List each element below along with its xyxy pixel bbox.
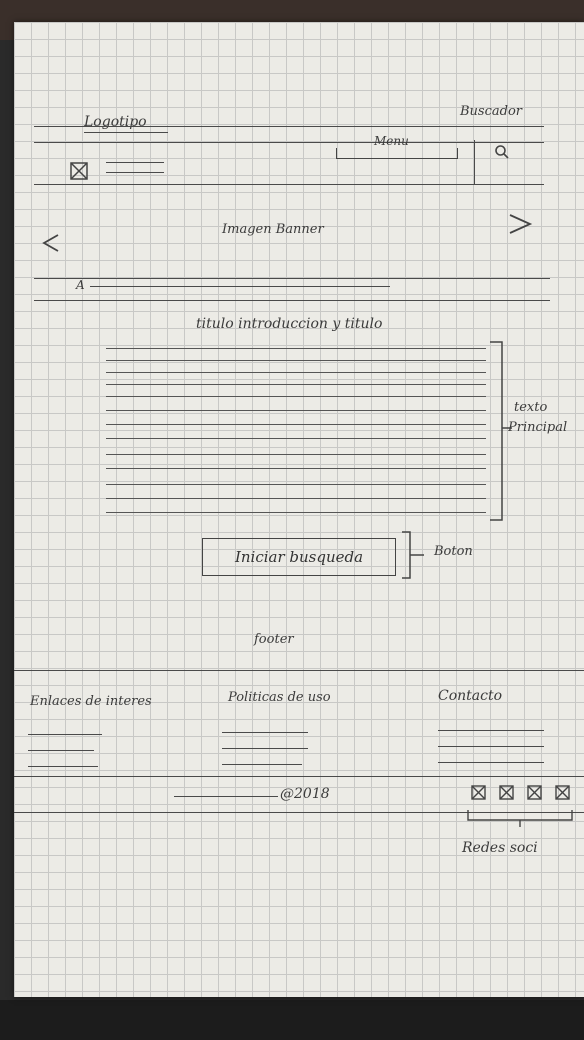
- social-placeholder-icon: [499, 785, 514, 800]
- text-line-3: [106, 372, 486, 373]
- footer-policies-line-2: [222, 748, 308, 749]
- text-line-4: [106, 384, 486, 385]
- text-bracket: [490, 341, 512, 521]
- text-line-7: [106, 424, 486, 425]
- footer-policies-line-3: [222, 764, 302, 765]
- footer-column-policies-title: Politicas de uso: [228, 690, 331, 705]
- image-placeholder-icon[interactable]: [70, 162, 88, 180]
- text-line-12: [106, 498, 486, 499]
- search-icon[interactable]: [494, 144, 510, 160]
- banner-annotation: Imagen Banner: [222, 222, 324, 237]
- text-line-9: [106, 454, 486, 455]
- chevron-left-icon[interactable]: [40, 232, 62, 254]
- footer-top-border: [14, 670, 584, 671]
- social-icons-group: [471, 785, 570, 800]
- copyright-line: [174, 796, 278, 797]
- menu-bar[interactable]: [336, 148, 458, 159]
- footer-divider: [14, 776, 584, 777]
- logo-annotation: Logotipo: [84, 114, 147, 130]
- footer-column-contact-title: Contacto: [438, 688, 503, 704]
- logo-text-line-1: [106, 162, 164, 163]
- footer-policies-line-1: [222, 732, 308, 733]
- header-inner-border: [34, 142, 544, 143]
- text-annotation-line2: Principal: [508, 420, 568, 435]
- desk-background-bottom: [0, 1000, 584, 1040]
- menu-annotation: Menu: [374, 134, 409, 148]
- text-line-6: [106, 410, 486, 411]
- footer-links-line-2: [28, 750, 94, 751]
- social-placeholder-icon: [471, 785, 486, 800]
- social-placeholder-icon: [527, 785, 542, 800]
- wireframe-sheet: Logotipo Buscador Menu Imagen Banner A t…: [14, 22, 584, 997]
- text-line-10: [106, 468, 486, 469]
- button-bracket: [402, 531, 424, 579]
- footer-bottom-border: [14, 812, 584, 813]
- footer-links-line-3: [28, 766, 98, 767]
- chevron-right-icon[interactable]: [506, 212, 534, 236]
- text-line-8: [106, 438, 486, 439]
- logo-text-line-2: [106, 172, 164, 173]
- text-line-1: [106, 348, 486, 349]
- footer-contact-line-3: [438, 762, 544, 763]
- footer-column-links-title: Enlaces de interes: [30, 694, 152, 709]
- search-divider: [474, 140, 475, 184]
- footer-contact-line-2: [438, 746, 544, 747]
- footer-annotation: footer: [254, 632, 294, 647]
- social-placeholder-icon: [555, 785, 570, 800]
- text-line-11: [106, 484, 486, 485]
- button-annotation: Boton: [434, 544, 473, 559]
- header-top-border: [34, 126, 544, 127]
- text-line-2: [106, 360, 486, 361]
- banner-bottom-border: [34, 278, 550, 279]
- banner-caption-line: [90, 286, 390, 287]
- start-search-button[interactable]: Iniciar busqueda: [202, 538, 396, 576]
- text-line-13: [106, 512, 486, 513]
- header-bottom-border: [34, 184, 544, 185]
- logo-annotation-underline: [84, 132, 168, 133]
- banner-caption-marker: A: [76, 278, 85, 292]
- social-annotation: Redes soci: [462, 840, 538, 856]
- text-line-5: [106, 396, 486, 397]
- banner-section-divider: [34, 300, 550, 301]
- main-title: titulo introduccion y titulo: [196, 316, 383, 332]
- footer-contact-line-1: [438, 730, 544, 731]
- search-annotation: Buscador: [460, 104, 522, 119]
- social-bracket: [467, 810, 573, 827]
- footer-links-line-1: [28, 734, 102, 735]
- text-annotation-line1: texto: [514, 400, 548, 415]
- copyright-text: @2018: [280, 786, 330, 802]
